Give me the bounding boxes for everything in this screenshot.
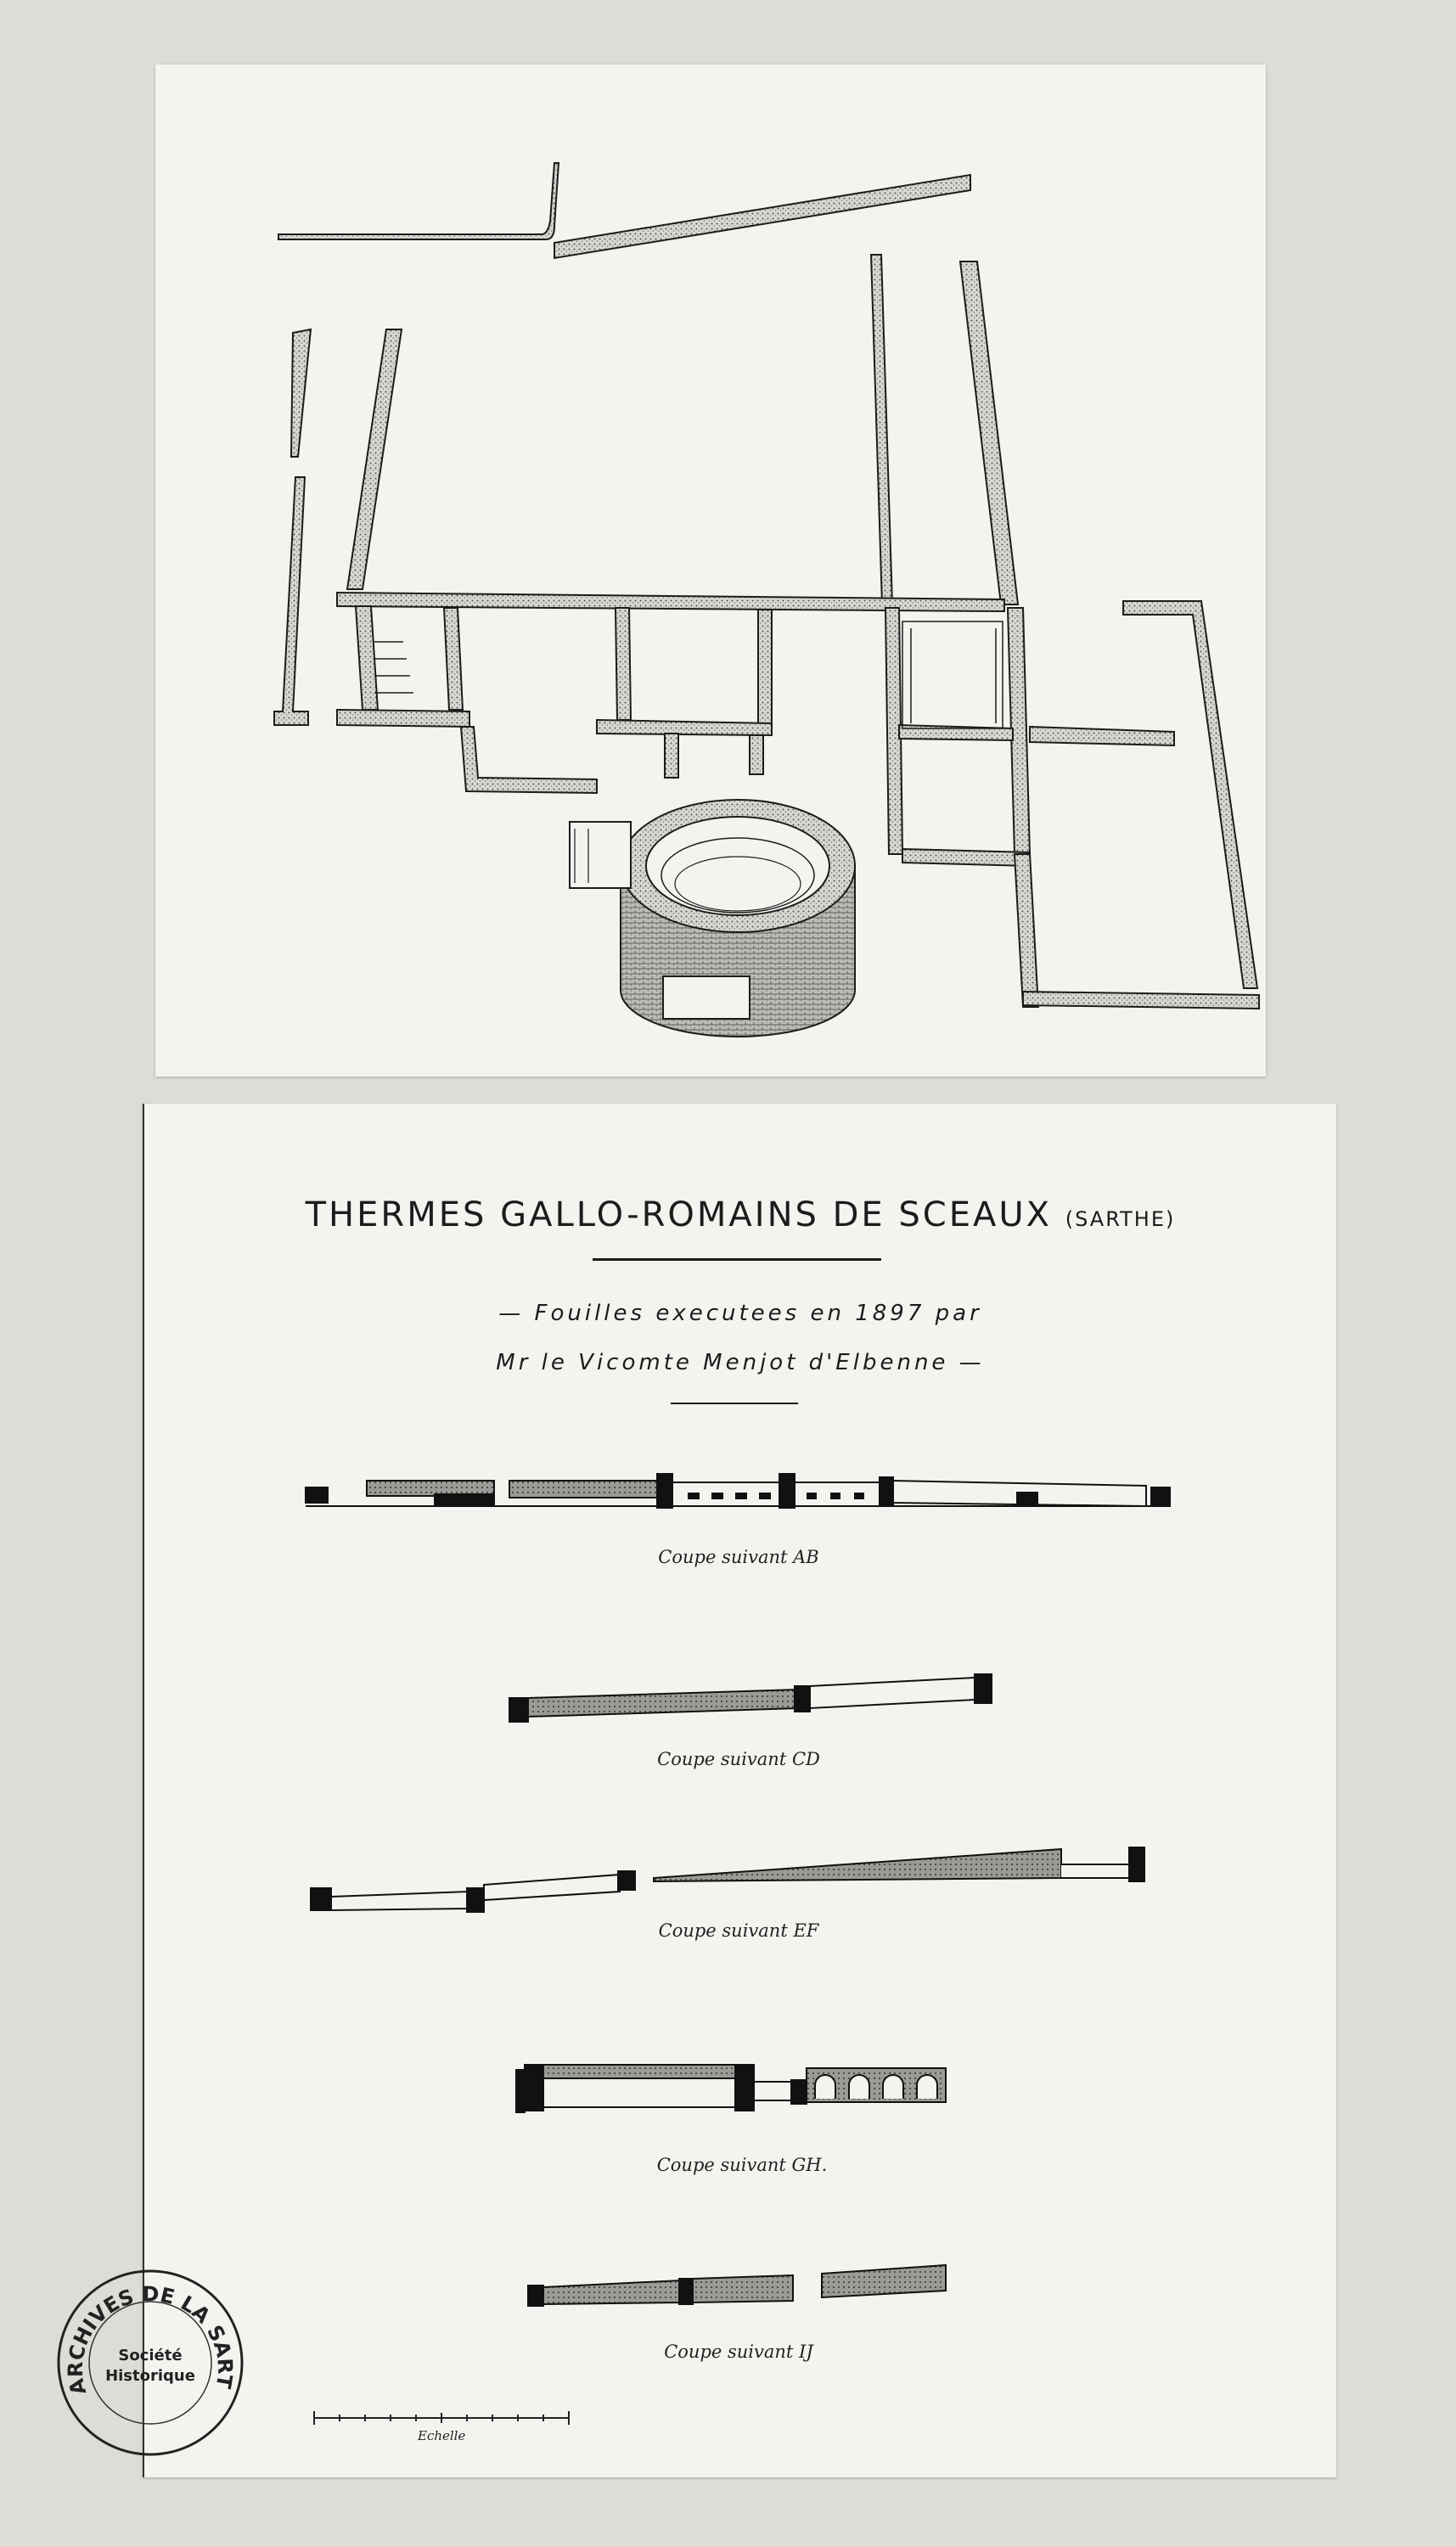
caption-section-ab: Coupe suivant AB [658, 1547, 819, 1567]
archive-stamp: ARCHIVES DE LA SARTHE Société Historique [53, 2265, 244, 2456]
left-wall-3 [346, 329, 403, 590]
caption-section-ef: Coupe suivant EF [658, 1920, 819, 1941]
long-wall-b [958, 261, 1020, 605]
sections-sheet: THERMES GALLO-ROMAINS DE SCEAUX (SARTHE)… [143, 1104, 1336, 2477]
axonometric-plan-drawing [273, 162, 1260, 1037]
steps-left [374, 641, 413, 694]
main-cross-wall [336, 591, 1005, 613]
section-ef [310, 1847, 1145, 1913]
drawing-title: THERMES GALLO-ROMAINS DE SCEAUX (SARTHE) [144, 1195, 1336, 1234]
title-region: (SARTHE) [1065, 1207, 1176, 1231]
sections-drawing [305, 1473, 1171, 2425]
stamp-text-line1: Société [118, 2347, 182, 2364]
scale-label: Echelle [418, 2428, 466, 2443]
plan-sheet [155, 65, 1266, 1077]
section-gh [515, 2064, 947, 2113]
caption-section-ij: Coupe suivant IJ [664, 2342, 813, 2362]
excavator-line: Mr le Vicomte Menjot d'Elbenne — [496, 1350, 985, 1375]
section-ij [527, 2263, 947, 2307]
left-wall-1 [290, 328, 312, 458]
caption-section-cd: Coupe suivant CD [657, 1749, 820, 1769]
boundary-wall-long [554, 173, 971, 260]
boundary-wall-curve [278, 162, 560, 240]
left-wall-2 [273, 476, 309, 726]
long-wall-a [869, 254, 894, 605]
subtitle-rule [671, 1403, 798, 1404]
stamp-text-line2: Historique [105, 2367, 195, 2385]
caption-section-gh: Coupe suivant GH. [656, 2155, 828, 2175]
circular-basin [569, 799, 856, 1037]
title-rule [593, 1258, 881, 1261]
title-text: THERMES GALLO-ROMAINS DE SCEAUX [305, 1195, 1053, 1234]
right-room-wall [1122, 600, 1259, 989]
stair-block [902, 621, 1003, 729]
scale-bar [313, 2411, 570, 2425]
excavation-line: — Fouilles executees en 1897 par [498, 1301, 982, 1326]
section-cd [509, 1673, 992, 1723]
section-ab [305, 1473, 1171, 1509]
